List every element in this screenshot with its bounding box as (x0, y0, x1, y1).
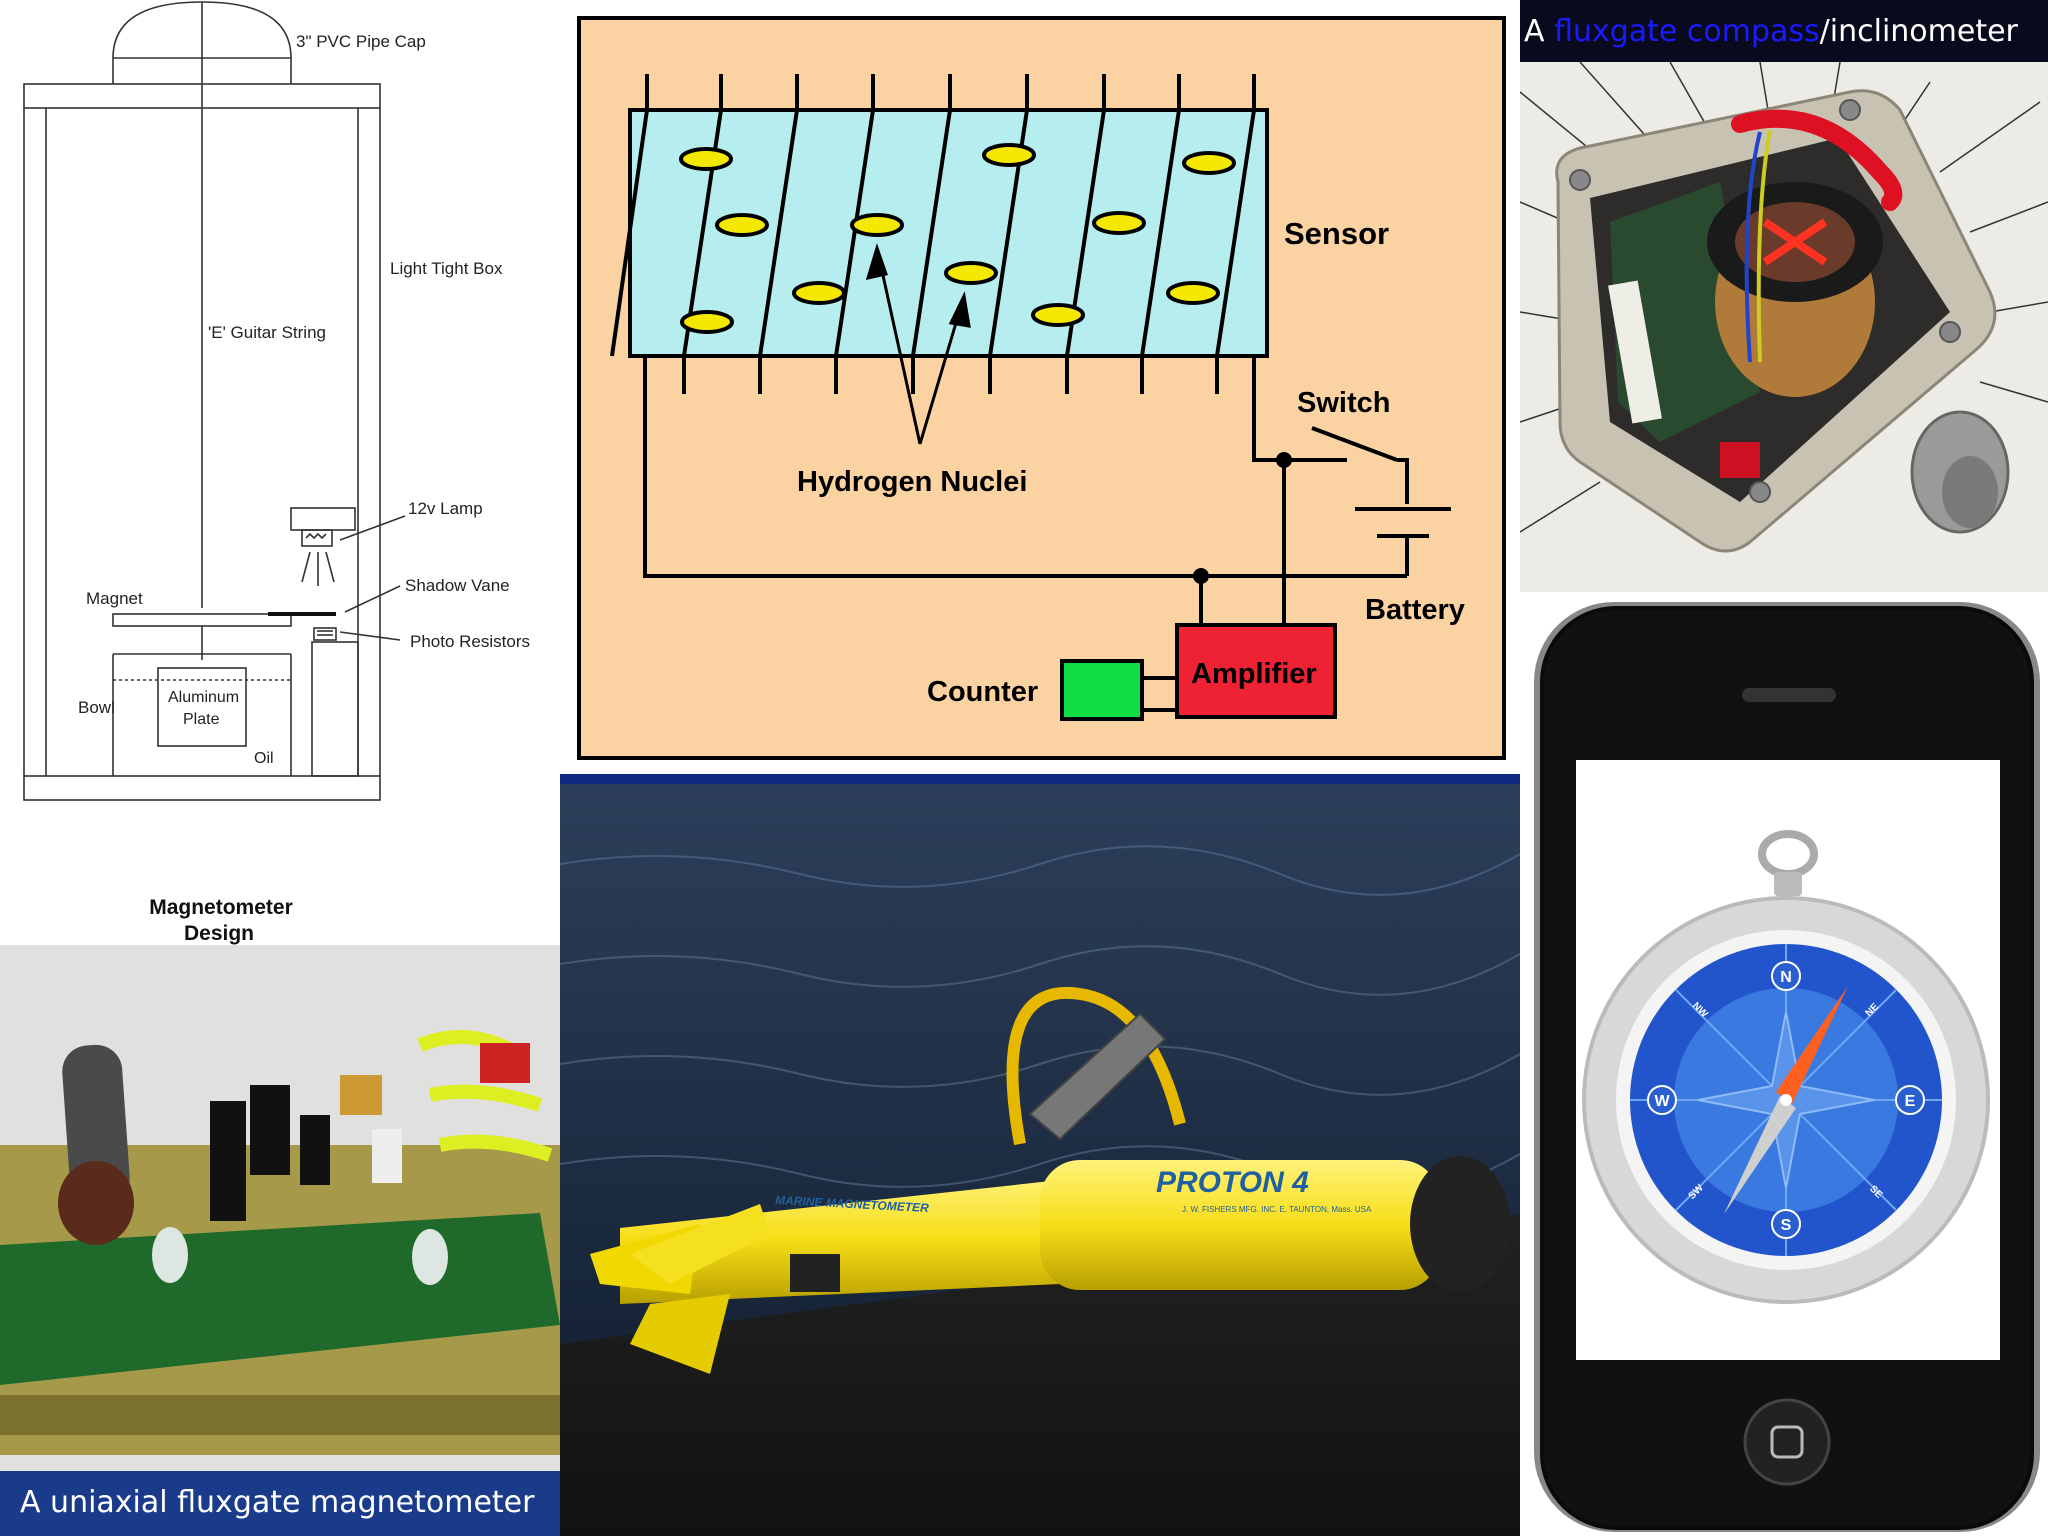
label-aluminum-line2: Plate (183, 711, 220, 728)
label-photo-resistors: Photo Resistors (410, 632, 530, 651)
label-shadow-vane: Shadow Vane (405, 576, 510, 595)
counter-label: Counter (927, 676, 1038, 708)
proton-maker: J. W. FISHERS MFG. INC. E. TAUNTON, Mass… (1182, 1205, 1372, 1214)
switch-label: Switch (1297, 387, 1390, 419)
proton4-image: PROTON 4 J. W. FISHERS MFG. INC. E. TAUN… (560, 784, 1520, 1536)
uniaxial-caption-bar (0, 1471, 560, 1536)
label-guitar-string: 'E' Guitar String (208, 323, 326, 342)
label-aluminum-line1: Aluminum (168, 689, 239, 706)
label-light-tight-box: Light Tight Box (390, 259, 503, 278)
battery-label: Battery (1365, 594, 1465, 626)
design-title-line1: Magnetometer (149, 896, 293, 919)
home-button[interactable] (1743, 1398, 1831, 1486)
label-magnet: Magnet (86, 589, 143, 608)
compass-app-icon[interactable]: N S E W NW NE SW SE (1582, 830, 1990, 1304)
hydrogen-nuclei-ellipses (679, 143, 1236, 334)
compass-south: S (1781, 1217, 1792, 1234)
circuit-wiring (643, 356, 1451, 712)
proton-brand: PROTON 4 (1156, 1166, 1309, 1199)
hydrogen-nuclei-label: Hydrogen Nuclei (797, 466, 1027, 498)
iphone-image: N S E W NW NE SW SE (1534, 602, 2040, 1532)
label-oil: Oil (254, 750, 274, 767)
fluxgate-compass-photo: A fluxgate compass/inclinometer (1520, 0, 2048, 592)
marine-magnetometer-photo: PROTON 4 J. W. FISHERS MFG. INC. E. TAUN… (560, 774, 1520, 1536)
coil-windings (610, 74, 1256, 394)
junction-dot (1276, 452, 1292, 468)
amplifier-label: Amplifier (1191, 658, 1317, 690)
compass-north: N (1780, 969, 1792, 986)
label-pipe-cap: 3" PVC Pipe Cap (296, 32, 426, 51)
compass-caption: A fluxgate compass/inclinometer (1524, 14, 2018, 49)
compass-west: W (1654, 1093, 1670, 1110)
sensor-label: Sensor (1284, 216, 1389, 251)
fluxgate-compass-link[interactable]: fluxgate compass (1554, 14, 1820, 49)
amplifier-box (1175, 623, 1337, 719)
magnetometer-design-drawing: 3" PVC Pipe Cap Light Tight Box 'E' Guit… (0, 0, 560, 945)
design-title-line2: Design (184, 922, 254, 945)
label-bowl: Bowl (78, 698, 115, 717)
nuclei-pointer-arrows (865, 243, 971, 445)
junction-dot (1193, 568, 1209, 584)
uniaxial-caption: A uniaxial fluxgate magnetometer (20, 1485, 535, 1520)
earpiece-slot (1742, 688, 1836, 702)
caption-suffix: /inclinometer (1819, 14, 2018, 49)
compass-device-image (1520, 62, 2048, 592)
iphone-compass-photo: N S E W NW NE SW SE (1520, 592, 2048, 1536)
caption-prefix: A (1524, 14, 1555, 49)
label-lamp: 12v Lamp (408, 499, 483, 518)
diagram-canvas: Sensor Switch Hydrogen Nuclei Battery Am… (581, 20, 1502, 756)
proton-precession-diagram: Sensor Switch Hydrogen Nuclei Battery Am… (577, 16, 1506, 760)
compass-east: E (1905, 1093, 1916, 1110)
circuit-board-image (0, 945, 560, 1475)
counter-box (1060, 659, 1144, 721)
uniaxial-magnetometer-photo: A uniaxial fluxgate magnetometer (0, 945, 560, 1536)
design-schematic: 3" PVC Pipe Cap Light Tight Box 'E' Guit… (23, 1, 530, 945)
